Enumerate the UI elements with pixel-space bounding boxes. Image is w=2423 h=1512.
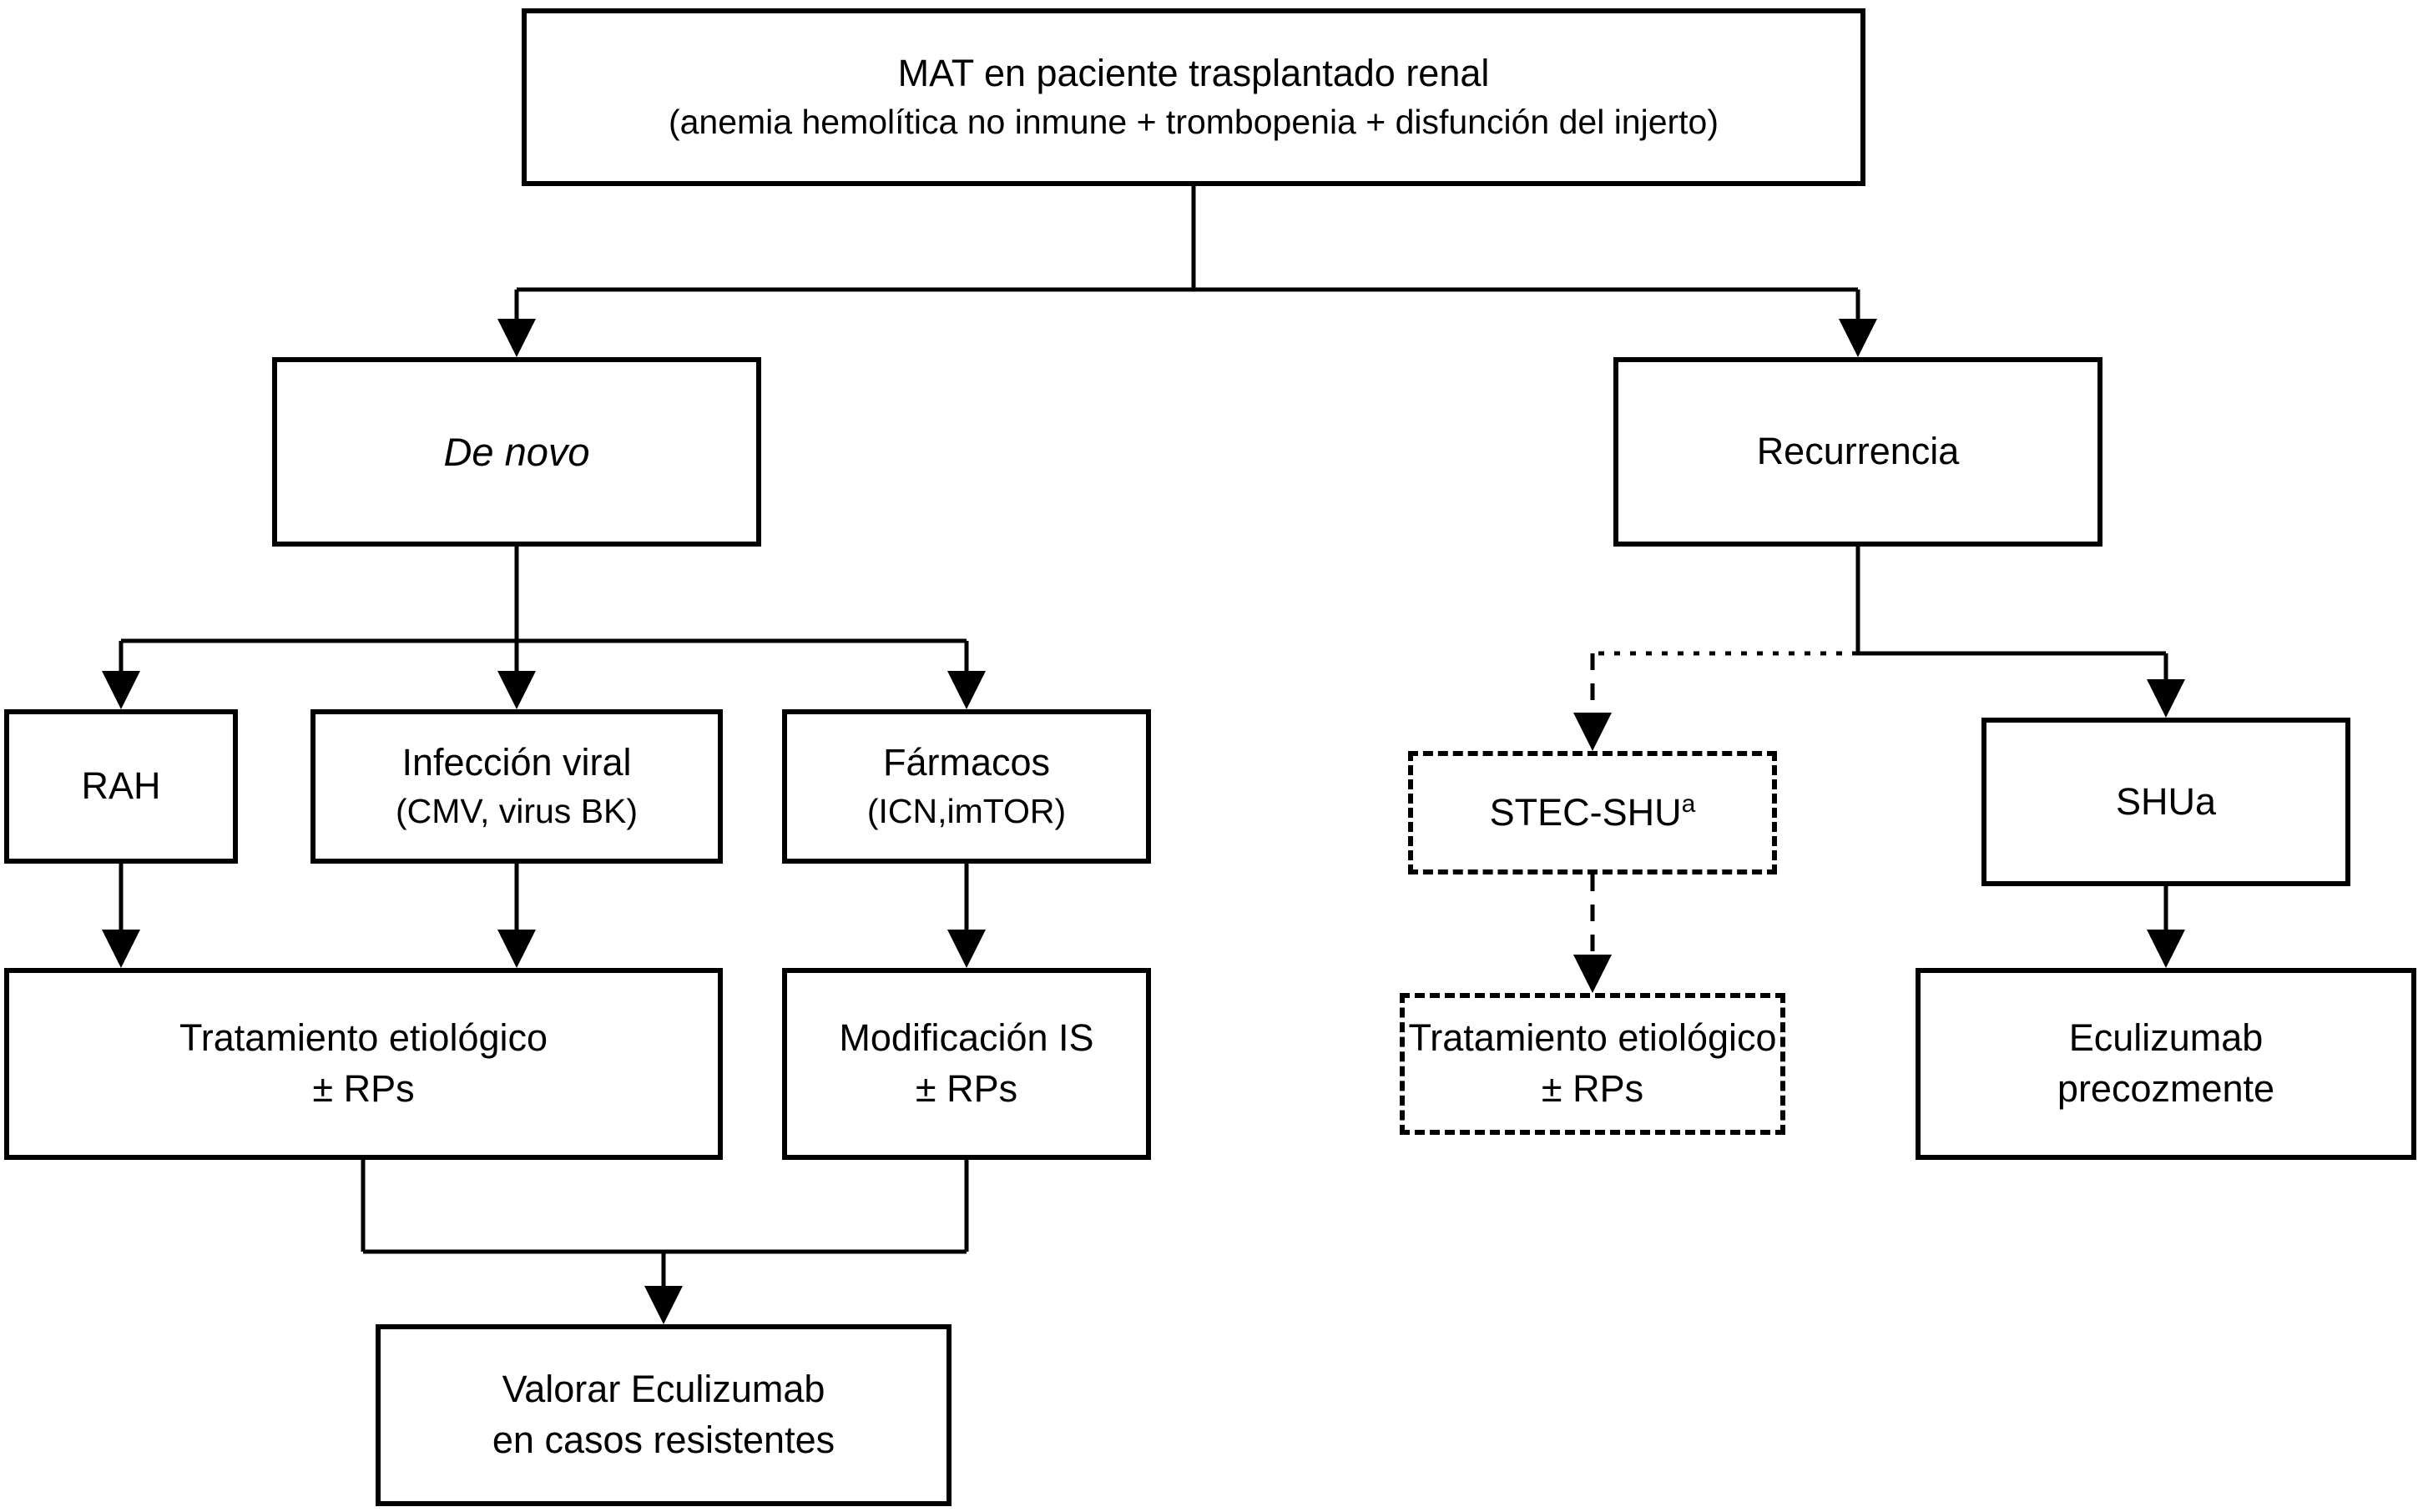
node-tratamiento-de-novo-line1: Tratamiento etiológico xyxy=(179,1016,548,1060)
node-stec-shu-label: STEC-SHUa xyxy=(1490,788,1696,839)
node-valorar-eculizumab-line1: Valorar Eculizumab xyxy=(502,1368,825,1411)
node-mat-root: MAT en paciente trasplantado renal (anem… xyxy=(522,8,1865,186)
node-rah: RAH xyxy=(4,709,238,864)
node-farmacos-detail: (ICN,imTOR) xyxy=(866,792,1067,831)
node-valorar-eculizumab: Valorar Eculizumab en casos resistentes xyxy=(376,1324,952,1506)
node-stec-shu: STEC-SHUa xyxy=(1408,751,1777,874)
node-shua: SHUa xyxy=(1981,718,2350,886)
node-infeccion-viral: Infección viral (CMV, virus BK) xyxy=(310,709,723,864)
node-mat-root-subtitle: (anemia hemolítica no inmune + trombopen… xyxy=(668,103,1719,142)
node-rah-label: RAH xyxy=(81,764,161,808)
node-farmacos: Fármacos (ICN,imTOR) xyxy=(782,709,1151,864)
node-modificacion-is: Modificación IS ± RPs xyxy=(782,968,1151,1160)
node-infeccion-viral-detail: (CMV, virus BK) xyxy=(395,792,639,831)
node-recurrencia-label: Recurrencia xyxy=(1756,430,1960,473)
node-eculizumab-precoz: Eculizumab precozmente xyxy=(1916,968,2416,1160)
node-farmacos-label: Fármacos xyxy=(882,741,1051,784)
node-eculizumab-precoz-line1: Eculizumab xyxy=(2068,1016,2264,1060)
node-de-novo-label: De novo xyxy=(443,429,590,474)
node-tratamiento-stec-line2: ± RPs xyxy=(1541,1067,1644,1110)
node-valorar-eculizumab-line2: en casos resistentes xyxy=(492,1419,835,1461)
node-eculizumab-precoz-line2: precozmente xyxy=(2057,1067,2275,1110)
node-stec-shu-text: STEC-SHU xyxy=(1489,790,1682,834)
node-tratamiento-etiologico-de-novo: Tratamiento etiológico ± RPs xyxy=(4,968,723,1160)
node-infeccion-viral-label: Infección viral xyxy=(401,741,632,784)
node-tratamiento-de-novo-line2: ± RPs xyxy=(312,1067,415,1110)
node-tratamiento-stec-line1: Tratamiento etiológico xyxy=(1408,1016,1777,1060)
node-stec-shu-footnote-marker: a xyxy=(1681,789,1696,818)
node-shua-label: SHUa xyxy=(2115,779,2217,823)
node-mat-root-title: MAT en paciente trasplantado renal xyxy=(897,52,1490,95)
node-recurrencia: Recurrencia xyxy=(1613,357,2102,547)
node-modificacion-is-line2: ± RPs xyxy=(915,1067,1018,1110)
node-modificacion-is-line1: Modificación IS xyxy=(839,1016,1094,1060)
node-tratamiento-etiologico-stec: Tratamiento etiológico ± RPs xyxy=(1400,993,1785,1135)
solid-connectors xyxy=(119,186,2168,1318)
node-de-novo: De novo xyxy=(272,357,761,547)
arrowheads xyxy=(102,319,2185,1324)
